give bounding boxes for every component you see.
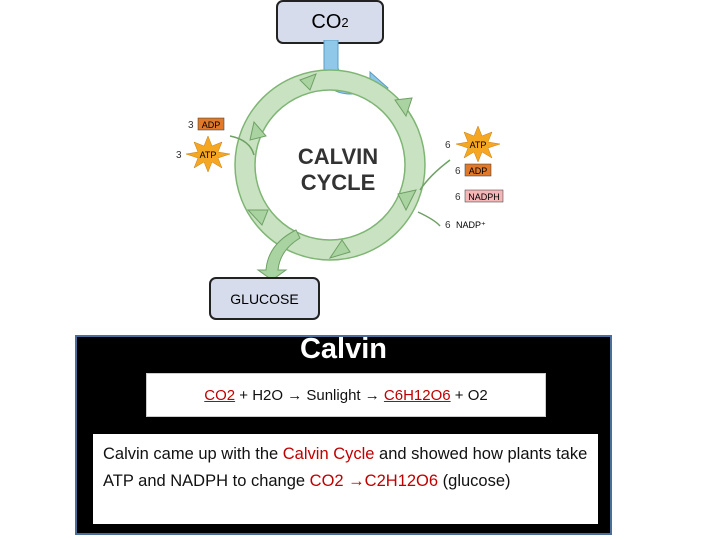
glucose-label: GLUCOSE <box>230 290 299 307</box>
right-output-arrow <box>417 211 441 227</box>
glucose-output-arrow <box>256 229 301 280</box>
left-atp-burst-icon <box>185 135 231 173</box>
left-atp-count: 3 <box>176 150 182 161</box>
right-atp-count: 6 <box>445 140 451 151</box>
right-atp-label: ATP <box>470 140 487 150</box>
cycle-arrowhead <box>394 97 413 118</box>
description-highlight-cycle: Calvin Cycle <box>282 445 375 463</box>
description-part1: Calvin came up with the <box>103 445 283 463</box>
cycle-arrowhead <box>246 209 269 226</box>
equation-middle: + H2O → Sunlight → <box>235 386 384 404</box>
description-part3: (glucose) <box>438 472 511 490</box>
cycle-title-line1: CALVIN <box>298 144 378 169</box>
glucose-label-box: GLUCOSE <box>209 277 320 320</box>
left-adp-count: 3 <box>188 120 194 131</box>
left-adp-label: ADP <box>202 120 221 130</box>
equation-product: C6H12O6 <box>383 386 451 404</box>
right-adp-count: 6 <box>455 166 461 177</box>
left-input-arrow <box>229 135 255 156</box>
right-nadph-label: NADPH <box>468 192 500 202</box>
equation-reactant: CO2 <box>204 386 236 404</box>
left-atp-label: ATP <box>200 150 217 160</box>
calvin-info-panel: Calvin CO2 + H2O → Sunlight → C6H12O6 + … <box>75 333 612 535</box>
equation-end: + O2 <box>450 386 488 404</box>
right-nadph-count: 6 <box>455 192 461 203</box>
right-nadp-count: 6 <box>445 220 451 231</box>
right-nadp-label: NADP⁺ <box>456 220 486 230</box>
co2-text: CO <box>311 10 342 33</box>
description-part2: and showed how plants take ATP and NADPH… <box>103 445 588 490</box>
right-atp-burst-icon <box>455 125 501 163</box>
cycle-title-line2: CYCLE <box>301 170 376 195</box>
panel-title: Calvin <box>299 333 388 365</box>
equation-box: CO2 + H2O → Sunlight → C6H12O6 + O2 <box>146 373 546 417</box>
description-box: Calvin came up with the Calvin Cycle and… <box>93 434 598 524</box>
cycle-arrowhead <box>299 73 317 91</box>
cycle-arrowhead <box>328 239 351 259</box>
right-adp-box <box>464 163 492 177</box>
right-nadph-box <box>464 189 504 203</box>
co2-subscript: 2 <box>341 14 349 30</box>
cycle-arrowhead <box>249 120 267 141</box>
right-adp-label: ADP <box>469 166 488 176</box>
left-adp-box <box>197 117 225 131</box>
calvin-cycle-diagram: CALVIN CYCLE 3 ADP 3 ATP 6 ATP 6 ADP 6 N… <box>176 40 504 280</box>
right-input-arrow <box>419 159 451 191</box>
cycle-ring <box>235 70 425 260</box>
cycle-arrowhead <box>397 189 417 212</box>
description-highlight-equation: CO2 →C2H12O6 <box>309 472 439 490</box>
